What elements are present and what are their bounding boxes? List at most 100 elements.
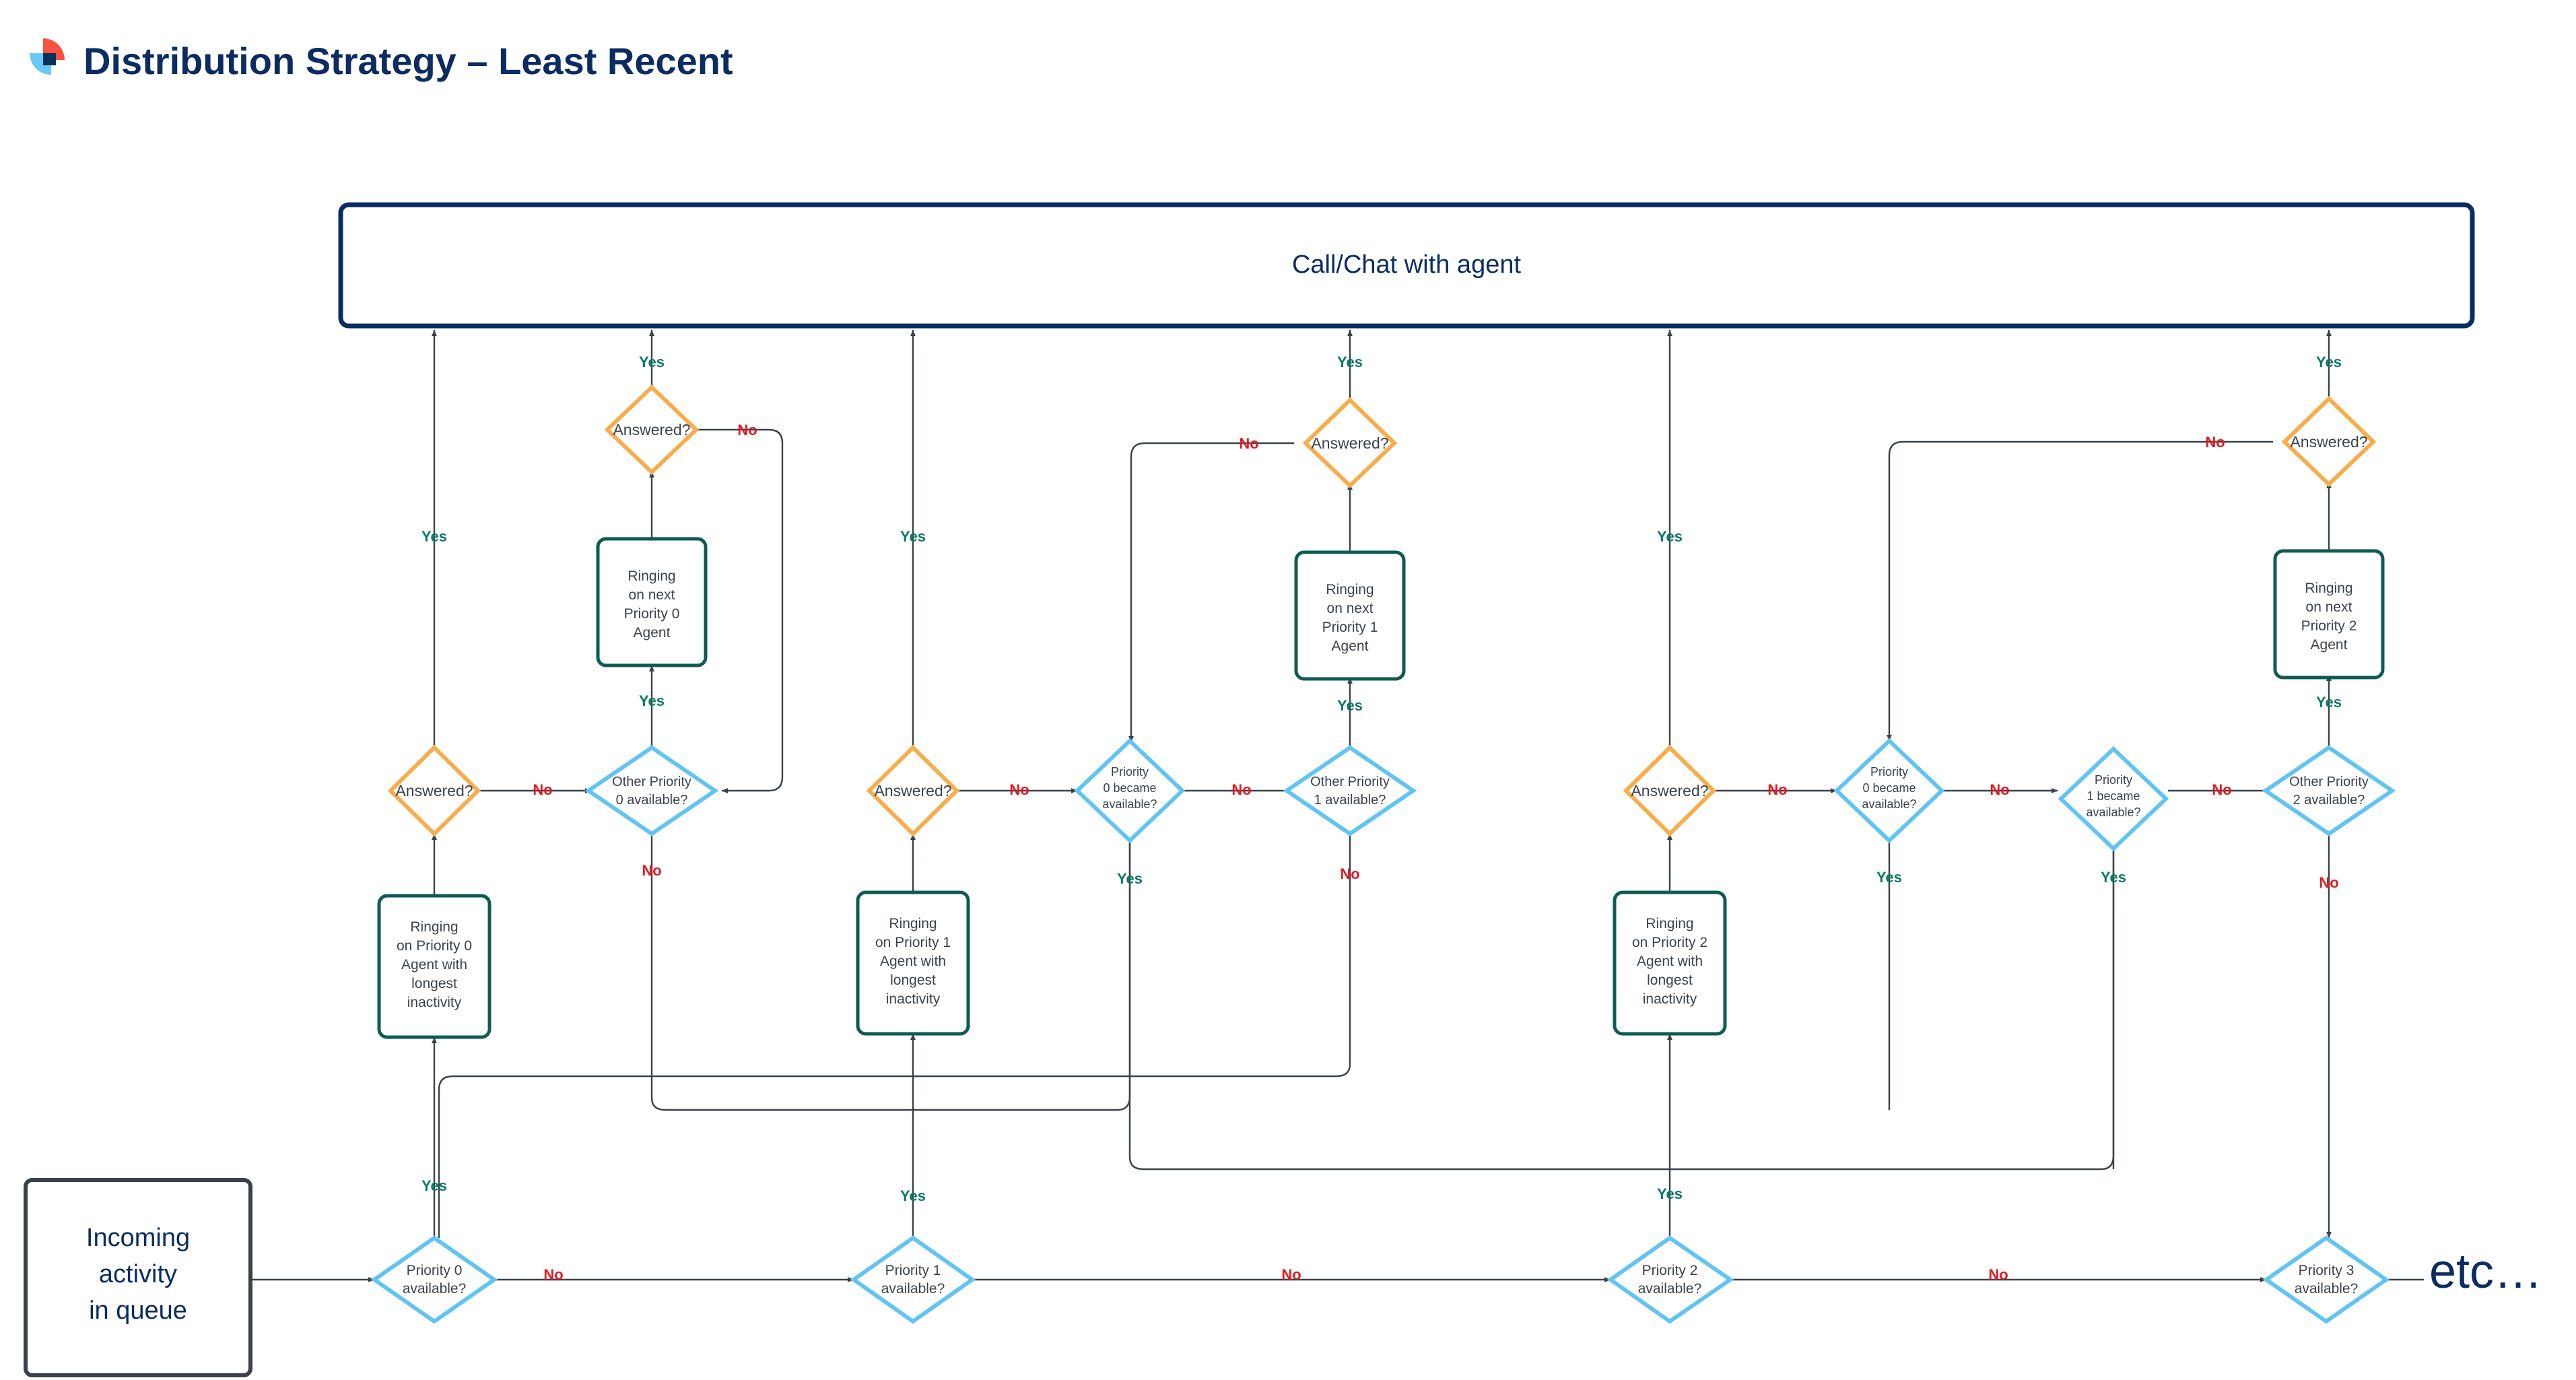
node-line-2: 0 available? [616,793,688,808]
node-line-2: on Priority 0 [397,938,472,954]
edge-label-yes-p0-available: Yes [421,1177,447,1194]
decision-diamond [866,744,960,837]
page-header: Distribution Strategy – Least Recent [0,0,2576,121]
decision-diamond [2058,746,2169,852]
node-line-3: Agent with [1637,954,1703,969]
decision-diamond [1606,1235,1734,1324]
decision-diamond [370,1235,498,1324]
node-priority-0-became-available-col1: Priority 0 became available? [1074,737,1186,844]
edge-label-no-p0-became-col1: No [1231,781,1251,798]
start-line-2: activity [99,1260,177,1288]
node-line-3: Priority 1 [1322,620,1378,635]
node-answered-col1-lower: Answered? [866,744,960,837]
edge-label-yes-answered-col0-lower: Yes [421,528,447,545]
edge-label-no-answered-col0-lower: No [533,781,552,798]
node-line-1: Answered? [613,421,690,438]
node-ringing-priority-0-longest-inactivity: Ringing on Priority 0 Agent with longest… [377,894,492,1039]
process-box [856,890,970,1036]
etc-label: etc… [2429,1245,2542,1299]
edge-label-yes-answered-col0-upper: Yes [639,354,665,370]
edge-label-no-answered-col2-upper: No [2205,434,2225,451]
node-line-4: longest [890,973,936,988]
logo-navy-square [43,53,56,65]
node-line-3: available? [1862,797,1916,811]
edge-label-no-p0-became-col2: No [1990,781,2009,798]
edge-label-no-p2-available: No [1988,1266,2008,1283]
node-line-1: Priority 2 [1642,1263,1698,1278]
node-line-1: Other Priority [1310,775,1390,789]
process-box [2273,549,2385,680]
node-line-3: Priority 2 [2301,618,2357,634]
decision-diamond [387,744,481,837]
decision-diamond [1833,737,1945,844]
node-line-2: 2 available? [2293,793,2365,808]
node-line-2: on Priority 2 [1632,935,1707,950]
decision-diamond [584,745,719,836]
node-line-4: longest [411,976,457,991]
node-line-1: Priority [1111,765,1149,779]
node-line-1: Other Priority [612,775,691,789]
node-priority-2-available: Priority 2 available? [1606,1235,1734,1324]
edge-label-yes-other-priority-2: Yes [2316,694,2342,711]
page-title: Distribution Strategy – Least Recent [83,39,733,82]
edge-label-yes-p2-available: Yes [1657,1185,1683,1202]
node-answered-col0-lower: Answered? [387,744,481,837]
start-incoming-activity-in-queue: Incoming activity in queue [24,1178,252,1377]
node-answered-col2-lower: Answered? [1623,744,1717,837]
node-line-5: inactivity [886,991,941,1007]
node-other-priority-0-available: Other Priority 0 available? [584,745,719,836]
node-line-2: 0 became [1103,781,1156,795]
node-line-1: Priority [1870,765,1908,779]
start-line-3: in queue [89,1296,187,1325]
edge-label-yes-answered-col2-lower: Yes [1657,528,1683,545]
edge-answered1u-no-loop-to-p0became1 [1128,442,1294,743]
node-line-1: Priority 0 [407,1263,463,1278]
node-line-1: Ringing [2305,581,2352,596]
node-priority-1-became-available-col2: Priority 1 became available? [2058,746,2169,852]
terminal-label: Call/Chat with agent [1292,251,1522,279]
decision-diamond [2262,745,2396,836]
node-ringing-next-priority-0-agent: Ringing on next Priority 0 Agent [596,537,708,667]
decision-diamond [850,1235,976,1324]
edge-label-no-p0-available: No [543,1266,563,1283]
edge-answered2u-no-loop-to-p0became2 [1887,440,2273,742]
node-priority-0-available: Priority 0 available? [370,1235,498,1324]
edge-label-no-other-priority-0: No [642,862,661,879]
terminal-call-chat-with-agent: Call/Chat with agent [338,202,2475,329]
node-answered-col0-upper: Answered? [604,384,700,475]
decision-diamond [2281,395,2377,488]
terminal-box [338,202,2475,329]
decision-diamond [604,384,700,475]
decision-diamond [1623,744,1717,837]
brand-logo-icon [30,38,65,83]
edge-label-no-p1-available: No [1281,1266,1301,1283]
edge-label-yes-answered-col1-upper: Yes [1337,354,1363,370]
process-box [596,537,708,667]
edge-label-no-answered-col1-upper: No [1239,435,1258,452]
node-line-2: 1 became [2087,789,2140,803]
edge-label-yes-other-priority-1: Yes [1337,697,1363,714]
node-line-4: longest [1647,973,1693,988]
edge-label-yes-p0-became-col2: Yes [1876,869,1902,886]
node-priority-3-available: Priority 3 available? [2262,1235,2390,1324]
node-line-1: Answered? [2290,433,2367,451]
node-line-1: Priority 1 [885,1263,941,1278]
node-line-1: Answered? [1631,782,1708,799]
node-ringing-next-priority-2-agent: Ringing on next Priority 2 Agent [2273,549,2385,680]
node-ringing-priority-2-longest-inactivity: Ringing on Priority 2 Agent with longest… [1613,890,1727,1036]
node-line-1: Ringing [1326,582,1374,597]
edge-label-no-answered-col0-upper: No [737,422,757,438]
edge-label-no-other-priority-2: No [2319,874,2338,891]
node-line-5: inactivity [1643,991,1697,1007]
node-line-2: on next [629,587,675,603]
decision-diamond [1283,745,1417,836]
process-box [1294,550,1406,681]
node-line-4: Agent [1332,638,1369,654]
start-line-1: Incoming [86,1224,190,1252]
node-line-1: Answered? [874,782,951,799]
node-line-4: Agent [2311,637,2348,653]
edge-answered0u-no-loop-to-other0 [696,428,784,793]
edge-label-yes-answered-col2-upper: Yes [2316,354,2342,370]
node-line-3: available? [1102,797,1157,811]
